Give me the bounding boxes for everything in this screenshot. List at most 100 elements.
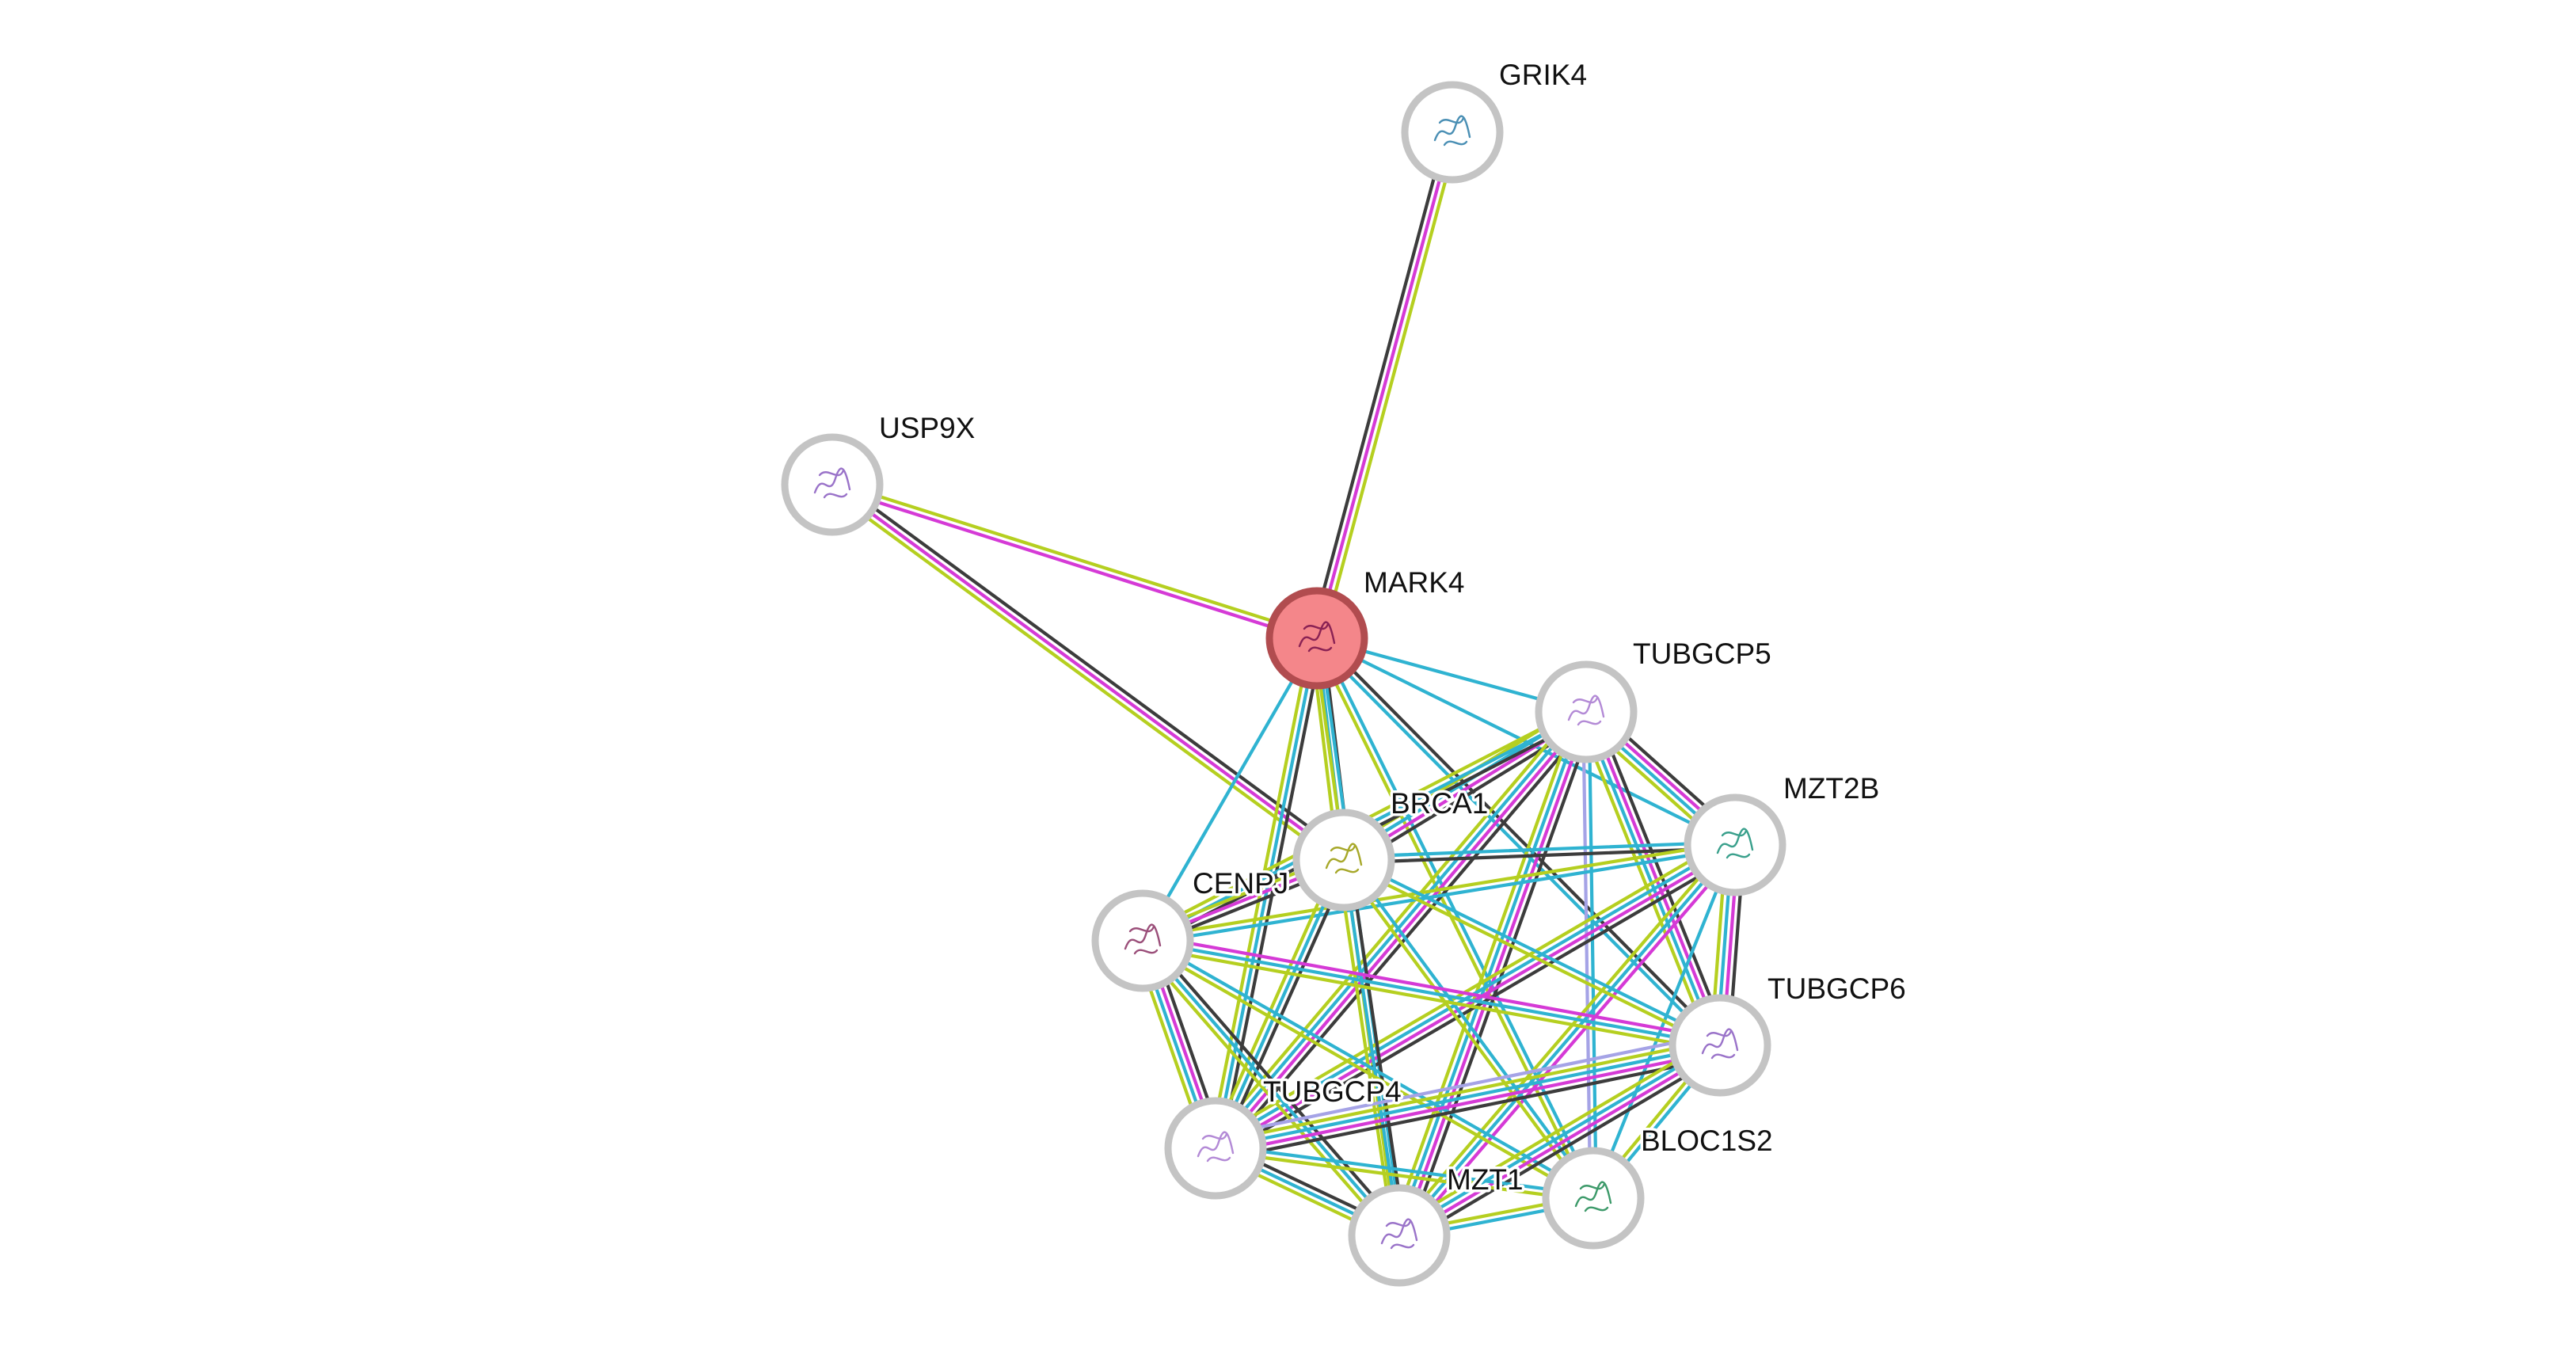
- edge-mark4-bloc1s2[interactable]: [1312, 635, 1598, 1201]
- protein-structure-icon: [1716, 828, 1754, 859]
- edge-evidence-coexpression: [1592, 706, 1730, 1044]
- edge-evidence-database: [1140, 636, 1319, 943]
- edge-evidence-textmining: [1140, 840, 1737, 940]
- edge-evidence-database: [1581, 711, 1719, 1048]
- edge-evidence-textmining: [1321, 131, 1460, 642]
- protein-structure-icon: [813, 467, 851, 499]
- edge-evidence-coexpression: [1220, 716, 1595, 1156]
- node-tubgcp5[interactable]: TUBGCP5: [1535, 635, 1774, 763]
- edge-evidence-experimental: [1215, 1049, 1723, 1156]
- node-grik4[interactable]: GRIK4: [1401, 56, 1590, 184]
- edge-evidence-coexpression: [1218, 851, 1741, 1158]
- protein-structure-icon: [1380, 1218, 1418, 1250]
- edge-cenpj-tubgcp6[interactable]: [1140, 933, 1723, 1053]
- edge-tubgcp5-tubgcp6[interactable]: [1576, 706, 1730, 1051]
- edge-tubgcp4-bloc1s2[interactable]: [1213, 1144, 1596, 1203]
- protein-structure-icon: [1298, 621, 1336, 653]
- edge-evidence-coexpression: [1402, 1051, 1726, 1245]
- edge-brca1-tubgcp4[interactable]: [1208, 855, 1351, 1153]
- node-label: BRCA1: [1391, 787, 1488, 820]
- edge-evidence-experimental: [1402, 847, 1741, 1241]
- node-mark4[interactable]: MARK4: [1265, 564, 1467, 690]
- edge-evidence-textmining: [1209, 835, 1733, 1143]
- edge-evidence-textmining: [1341, 861, 1721, 1050]
- edge-mzt2b-tubgcp4[interactable]: [1209, 835, 1741, 1158]
- protein-structure-icon: [1433, 115, 1471, 147]
- node-label: GRIK4: [1499, 59, 1587, 91]
- edge-evidence-textmining: [831, 480, 1320, 637]
- edge-evidence-coexpression: [1348, 857, 1407, 1237]
- edge-evidence-homology: [1581, 710, 1592, 1201]
- edge-evidence-homology: [1211, 1032, 1720, 1139]
- node-label: CENPJ: [1193, 867, 1288, 900]
- edge-evidence-database: [1395, 1041, 1721, 1235]
- edge-evidence-experimental: [1215, 846, 1738, 1153]
- protein-structure-icon: [1325, 843, 1363, 874]
- node-tubgcp6[interactable]: TUBGCP6: [1669, 970, 1908, 1097]
- edge-evidence-experimental: [1315, 130, 1455, 641]
- node-label: MZT2B: [1783, 772, 1879, 805]
- node-mzt1[interactable]: MZT1: [1348, 1161, 1526, 1287]
- node-label: TUBGCP5: [1633, 637, 1771, 670]
- edge-tubgcp5-tubgcp4[interactable]: [1207, 704, 1595, 1156]
- node-usp9x[interactable]: USP9X: [781, 409, 978, 536]
- node-mzt2b[interactable]: MZT2B: [1684, 770, 1882, 896]
- edge-evidence-textmining: [1208, 855, 1341, 1148]
- edge-evidence-coexpression: [1145, 934, 1406, 1234]
- edge-evidence-textmining: [1393, 1036, 1718, 1230]
- node-label: MARK4: [1364, 566, 1464, 599]
- edge-usp9x-brca1[interactable]: [827, 478, 1349, 867]
- edge-brca1-tubgcp6[interactable]: [1341, 855, 1723, 1050]
- edge-evidence-database: [1140, 938, 1722, 1048]
- edge-evidence-coexpression: [1216, 1055, 1725, 1162]
- edge-evidence-coexpression: [834, 478, 1349, 858]
- edge-evidence-textmining: [1336, 858, 1395, 1239]
- edge-evidence-database: [1214, 1144, 1596, 1197]
- edge-mark4-usp9x[interactable]: [829, 480, 1320, 643]
- edge-evidence-experimental: [829, 485, 1318, 643]
- node-label: BLOC1S2: [1641, 1125, 1773, 1157]
- edge-mzt2b-mzt1[interactable]: [1393, 839, 1741, 1241]
- edge-evidence-coexpression: [1342, 846, 1737, 865]
- edge-evidence-experimental: [1216, 712, 1590, 1152]
- edge-evidence-textmining: [1389, 707, 1580, 1235]
- edge-cenpj-mzt1[interactable]: [1136, 934, 1406, 1242]
- edge-evidence-coexpression: [1219, 860, 1351, 1153]
- edge-evidence-textmining: [1136, 942, 1397, 1242]
- edge-evidence-database: [1395, 709, 1585, 1236]
- node-label: TUBGCP4: [1263, 1075, 1402, 1108]
- node-label: USP9X: [879, 412, 975, 444]
- edge-evidence-database: [1318, 635, 1598, 1199]
- edge-evidence-database: [1213, 636, 1319, 1151]
- protein-structure-icon: [1701, 1028, 1739, 1060]
- edge-mark4-tubgcp6[interactable]: [1313, 634, 1724, 1049]
- edge-mark4-cenpj[interactable]: [1140, 636, 1319, 943]
- edge-evidence-coexpression: [1317, 634, 1724, 1045]
- edge-evidence-textmining: [1393, 839, 1733, 1234]
- edge-evidence-experimental: [1142, 933, 1723, 1041]
- edge-mark4-grik4[interactable]: [1309, 128, 1460, 642]
- edge-tubgcp6-mzt1[interactable]: [1393, 1036, 1726, 1245]
- edge-evidence-textmining: [1576, 714, 1714, 1051]
- edge-evidence-database: [1343, 855, 1723, 1045]
- edge-mzt2b-brca1[interactable]: [1341, 840, 1737, 865]
- edge-evidence-experimental: [1587, 709, 1725, 1046]
- protein-structure-icon: [1197, 1131, 1235, 1163]
- node-tubgcp4[interactable]: TUBGCP4: [1164, 1073, 1404, 1200]
- edge-evidence-database: [1140, 938, 1402, 1238]
- edge-evidence-database: [1397, 843, 1737, 1238]
- edge-evidence-textmining: [1140, 942, 1594, 1203]
- edge-evidence-textmining: [1213, 1149, 1595, 1203]
- edge-evidence-database: [1213, 1043, 1722, 1151]
- node-bloc1s2[interactable]: BLOC1S2: [1542, 1122, 1775, 1250]
- protein-structure-icon: [1124, 923, 1162, 955]
- edge-evidence-database: [1141, 846, 1737, 946]
- edge-tubgcp6-tubgcp4[interactable]: [1211, 1032, 1725, 1162]
- node-brca1[interactable]: BRCA1: [1292, 785, 1491, 911]
- edge-evidence-coexpression: [1309, 128, 1448, 639]
- edge-evidence-textmining: [1212, 1037, 1721, 1144]
- edge-mzt2b-cenpj[interactable]: [1140, 840, 1737, 946]
- edge-evidence-database: [1341, 840, 1737, 859]
- node-cenpj[interactable]: CENPJ: [1091, 865, 1292, 992]
